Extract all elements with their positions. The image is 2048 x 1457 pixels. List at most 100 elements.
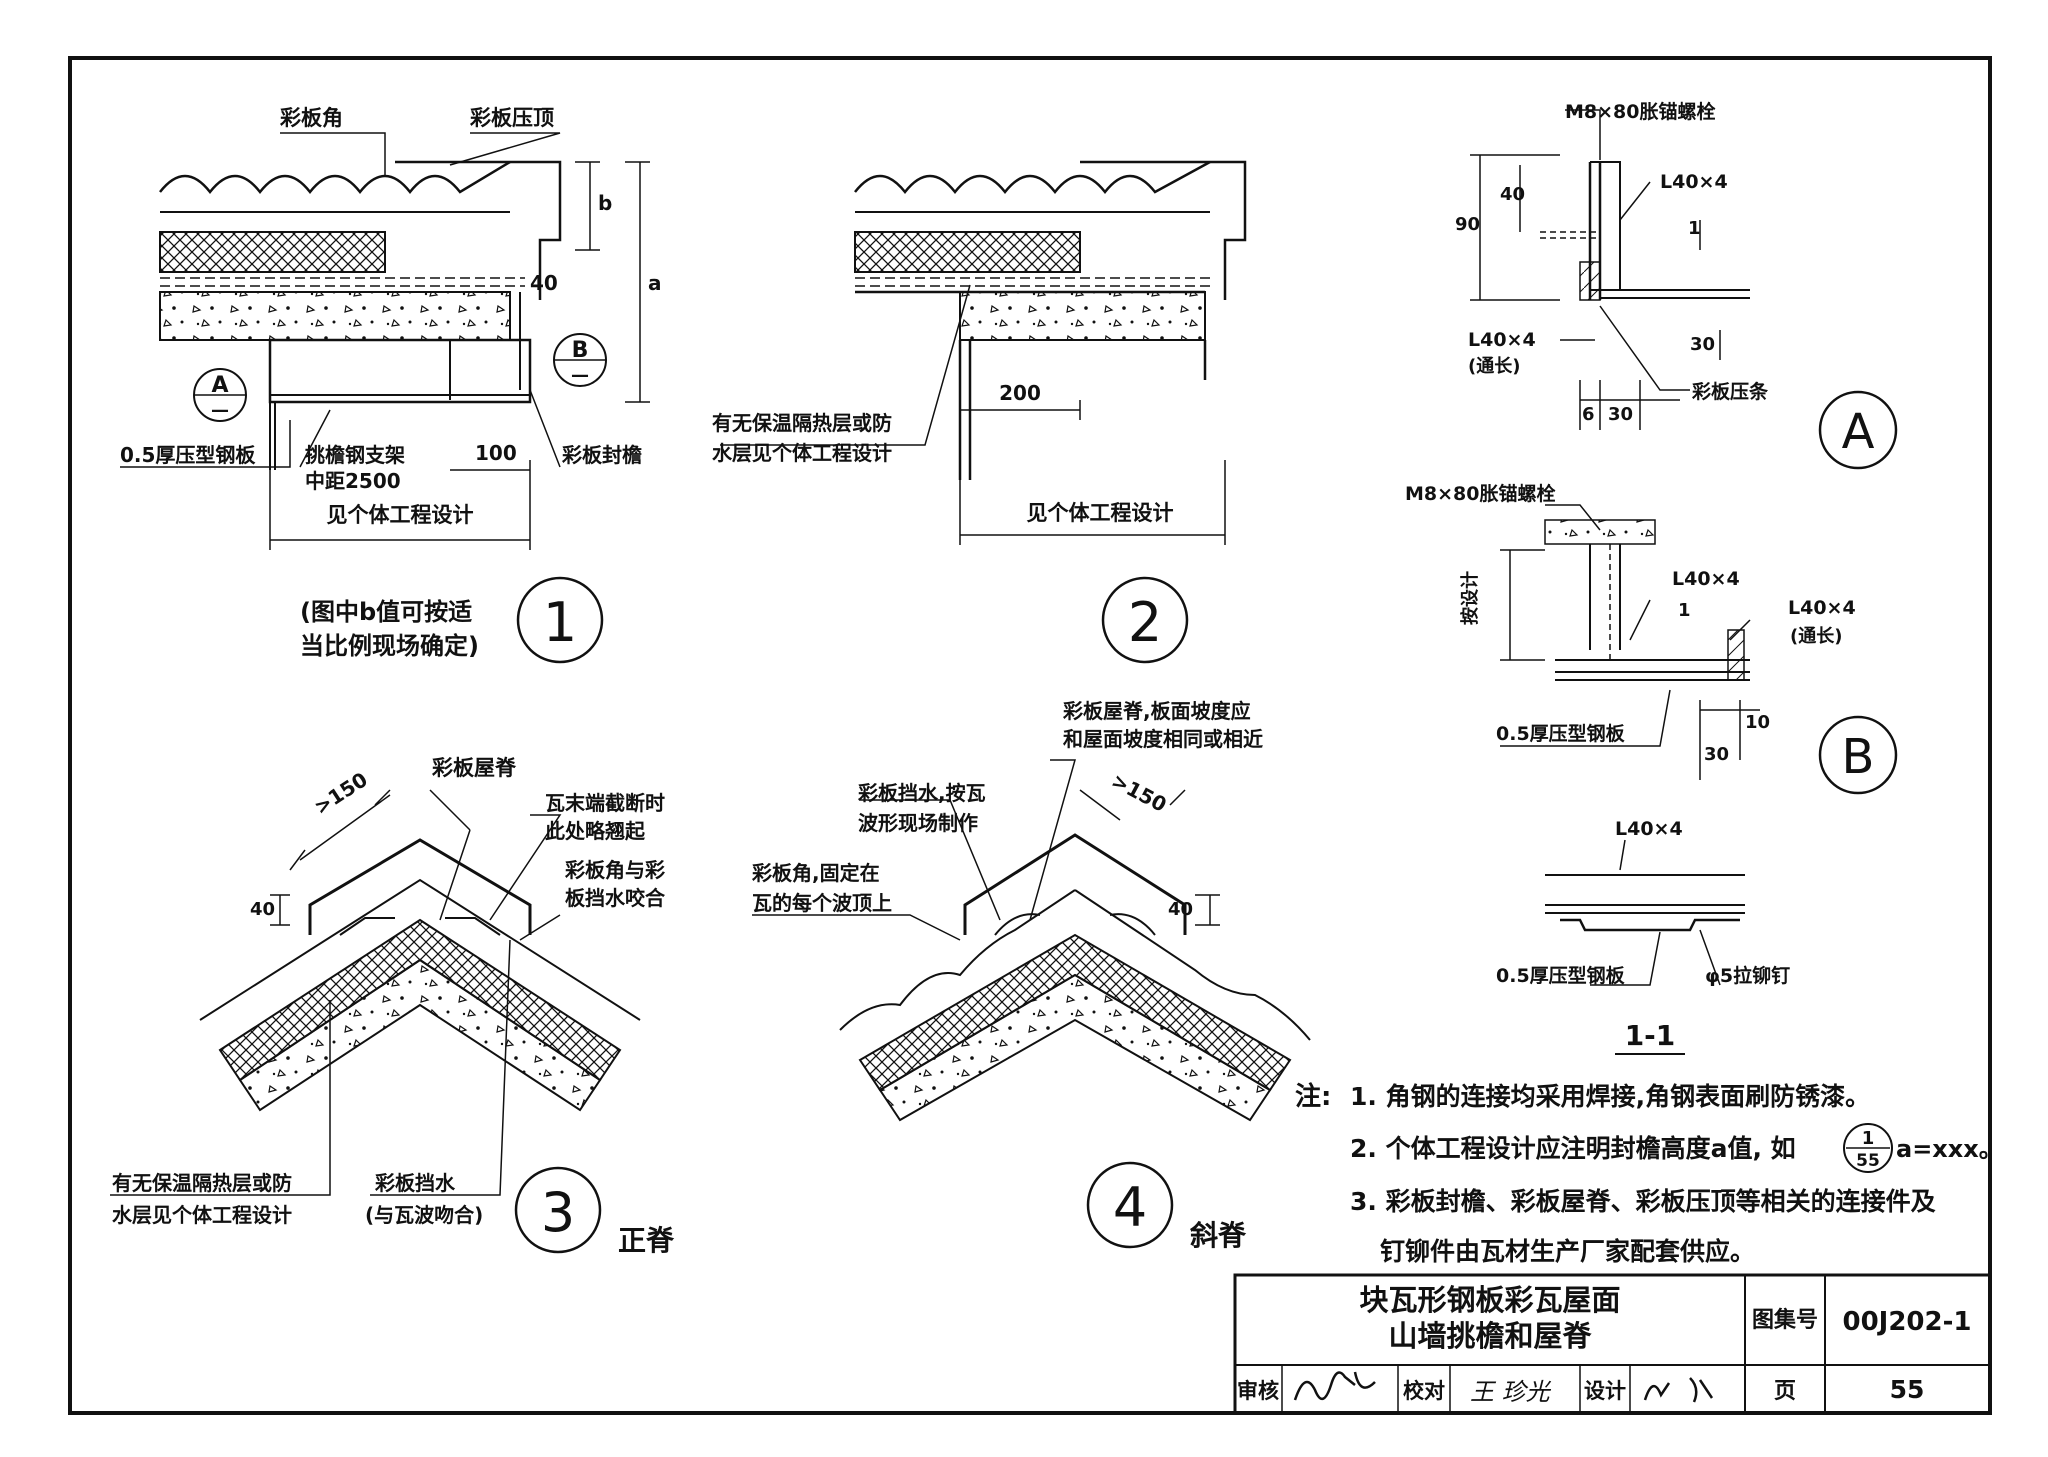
section-1-1: L40×4 0.5厚压型钢板 φ5拉铆钉 1-1: [1496, 818, 1790, 1055]
label-steel-plate-11: 0.5厚压型钢板: [1496, 964, 1626, 987]
page-label: 页: [1774, 1379, 1796, 1404]
dim-40-a: 40: [1500, 184, 1525, 205]
label-angle-a: L40×4: [1660, 171, 1728, 193]
title-line-2: 山墙挑檐和屋脊: [1388, 1319, 1592, 1353]
insulation-1: [159, 231, 386, 273]
label-bite-line-2: 板挡水咬合: [565, 886, 666, 910]
check-label: 校对: [1403, 1379, 1445, 1403]
design-signature: [1643, 1377, 1714, 1403]
detail-a: M8×80胀锚螺栓 L40×4 40 90 1 30 L40×4 (通长) 6 …: [1455, 100, 1898, 470]
label-top-cap: 彩板压顶: [469, 106, 554, 130]
page-number: 55: [1890, 1375, 1925, 1404]
dim-40-4: 40: [1168, 899, 1193, 920]
detail-letter-a: A: [1842, 404, 1875, 460]
detail-number-3: 3: [541, 1181, 575, 1244]
detail-kind-3: 正脊: [618, 1224, 675, 1257]
section-title-11: 1-1: [1625, 1019, 1676, 1052]
ridge-concrete-3: [238, 958, 602, 1112]
ref-b-denominator: —: [571, 365, 589, 386]
detail-1: A — B — 彩板角 彩板压顶 b a 40 0.5厚压型钢板 挑檐钢支架 中…: [120, 106, 662, 664]
label-eave-seal: 彩板封檐: [561, 443, 642, 467]
label-corner-4-line-1: 彩板角,固定在: [751, 861, 880, 885]
label-angle-full-b: L40×4: [1788, 597, 1856, 619]
label-rivet-11: φ5拉铆钉: [1705, 964, 1790, 987]
ref-b-letter: B: [572, 338, 589, 363]
detail-3: 彩板屋脊 >150 瓦末端截断时 此处略翘起 彩板角与彩 板挡水咬合 40 有无…: [110, 756, 675, 1257]
label-angle-b: L40×4: [1672, 568, 1740, 590]
label-steel-plate-b: 0.5厚压型钢板: [1496, 722, 1626, 745]
detail-number-2: 2: [1128, 591, 1162, 654]
label-ridge-4-line-2: 和屋面坡度相同或相近: [1063, 727, 1263, 751]
label-ridge-3: 彩板屋脊: [431, 756, 517, 780]
label-bracket: 挑檐钢支架: [305, 443, 405, 467]
label-layer-3-line-2: 水层见个体工程设计: [112, 1203, 292, 1227]
label-full-length-b: (通长): [1790, 626, 1842, 647]
label-see-design-2: 见个体工程设计: [1027, 501, 1174, 525]
dim-30b-a: 30: [1608, 404, 1633, 425]
note-3b: 钉铆件由瓦材生产厂家配套供应。: [1380, 1237, 1755, 1266]
label-strip-a: 彩板压条: [1691, 380, 1769, 403]
dim-40: 40: [530, 271, 558, 295]
note-2-pre: 2. 个体工程设计应注明封檐高度a值, 如: [1350, 1134, 1796, 1163]
label-corner-4-line-2: 瓦的每个波顶上: [752, 891, 892, 915]
label-corner: 彩板角: [279, 106, 343, 130]
label-cut-line-2: 此处略翘起: [545, 819, 646, 843]
dim-6-a: 6: [1582, 404, 1595, 425]
label-bolt-a: M8×80胀锚螺栓: [1565, 100, 1716, 123]
label-layer-3-line-1: 有无保温隔热层或防: [112, 1171, 292, 1195]
title-block: 块瓦形钢板彩瓦屋面 山墙挑檐和屋脊 图集号 00J202-1 审核 校对 王 珍…: [1233, 1273, 1992, 1415]
ceiling-b: [1544, 519, 1656, 545]
detail-b: M8×80胀锚螺栓 按设计 L40×4 1 L40×4 (通长) 0.5厚压型钢…: [1405, 482, 1898, 795]
detail-2: 200 有无保温隔热层或防 水层见个体工程设计 见个体工程设计 2: [712, 160, 1247, 664]
review-label: 审核: [1237, 1379, 1279, 1403]
ridge-concrete-4: [878, 973, 1272, 1122]
detail-4: 彩板屋脊,板面坡度应 和屋面坡度相同或相近 彩板挡水,按瓦 波形现场制作 彩板角…: [751, 699, 1311, 1252]
note-2-ref-den: 55: [1856, 1151, 1880, 1171]
dim-a: a: [648, 271, 662, 295]
notes: 注: 1. 角钢的连接均采用焊接,角钢表面刷防锈漆。 2. 个体工程设计应注明封…: [1295, 1081, 2003, 1266]
label-flash-4-line-2: 波形现场制作: [858, 811, 978, 835]
slope-b: 1: [1678, 600, 1691, 621]
note-2-post: a=xxx。: [1896, 1135, 2003, 1163]
label-layer-line-1: 有无保温隔热层或防: [712, 411, 892, 435]
dim-200: 200: [999, 381, 1041, 405]
label-flash-4-line-1: 彩板挡水,按瓦: [857, 781, 986, 805]
dim-90-a: 90: [1455, 214, 1480, 235]
label-flashing-note-3: (与瓦波吻合): [365, 1203, 483, 1227]
dim-30-b: 30: [1704, 744, 1729, 765]
check-signature: 王 珍光: [1470, 1378, 1552, 1406]
label-full-length-a: (通长): [1468, 356, 1520, 377]
note-2-ref-num: 1: [1862, 1128, 1875, 1149]
detail-number-1: 1: [543, 591, 577, 654]
concrete-slab-1: [159, 291, 511, 341]
label-spacing: 中距2500: [305, 469, 401, 493]
label-bite-line-1: 彩板角与彩: [564, 858, 665, 882]
detail-letter-b: B: [1842, 729, 1875, 785]
dim-100: 100: [475, 441, 517, 465]
label-cut-line-1: 瓦末端截断时: [545, 791, 665, 815]
label-ridge-4-line-1: 彩板屋脊,板面坡度应: [1062, 699, 1251, 723]
slope-a: 1: [1688, 218, 1701, 239]
dim-b: b: [598, 191, 612, 215]
caption-line-2: 当比例现场确定): [300, 632, 479, 660]
ref-a-denominator: —: [211, 400, 229, 421]
atlas-number: 00J202-1: [1842, 1307, 1971, 1337]
caption-line-1: (图中b值可按适: [300, 598, 472, 626]
dim-30-a: 30: [1690, 334, 1715, 355]
note-1: 1. 角钢的连接均采用焊接,角钢表面刷防锈漆。: [1350, 1082, 1870, 1111]
bracket-1: [268, 338, 532, 404]
weld-b: [1727, 629, 1745, 681]
design-label: 设计: [1584, 1379, 1626, 1403]
insulation-2: [854, 231, 1081, 273]
label-steel-plate: 0.5厚压型钢板: [120, 443, 256, 467]
title-line-1: 块瓦形钢板彩瓦屋面: [1359, 1283, 1620, 1317]
detail-number-4: 4: [1113, 1176, 1147, 1239]
dim-10-b: 10: [1745, 712, 1770, 733]
dim-150-4: >150: [1108, 768, 1171, 817]
label-bolt-b: M8×80胀锚螺栓: [1405, 482, 1556, 505]
label-layer-line-2: 水层见个体工程设计: [712, 441, 892, 465]
atlas-label: 图集号: [1752, 1307, 1818, 1333]
label-see-design: 见个体工程设计: [327, 503, 474, 527]
dim-150-3: >150: [310, 767, 372, 819]
